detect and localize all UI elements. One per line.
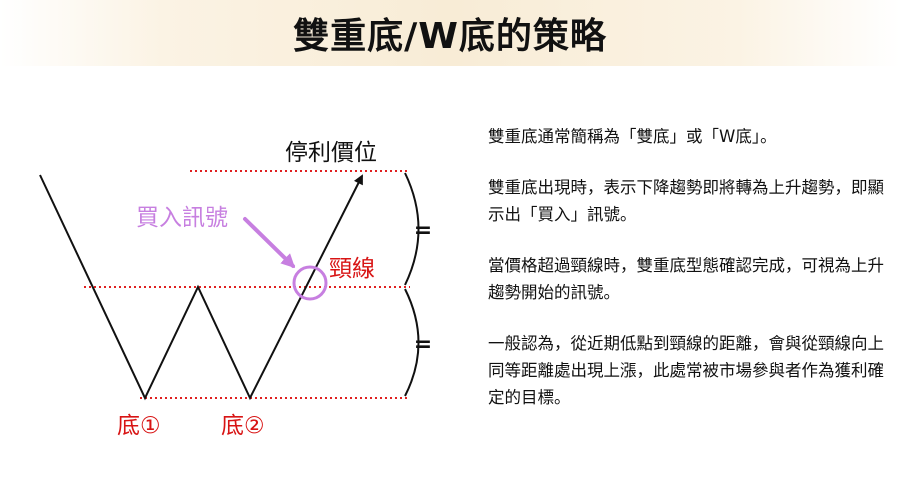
description-paragraph-1: 雙重底通常簡稱為「雙底」或「W底」。: [488, 127, 777, 146]
equal-mark-upper: =: [414, 218, 432, 243]
upper-range-brace: [404, 172, 420, 286]
description-paragraph-3: 當價格超過頸線時，雙重底型態確認完成，可視為上升趨勢開始的訊號。: [488, 256, 884, 302]
target-price-label: 停利價位: [285, 140, 377, 166]
page-title: 雙重底/W底的策略: [293, 16, 607, 57]
buy-signal-label: 買入訊號: [136, 205, 228, 231]
breakout-circle: [292, 265, 328, 301]
description-panel: 雙重底通常簡稱為「雙底」或「W底」。 雙重底出現時，表示下降趨勢即將轉為上升趨勢…: [488, 123, 888, 435]
bottom-2-label: 底②: [221, 413, 265, 439]
bottom-1-label: 底①: [117, 413, 161, 439]
title-banner: 雙重底/W底的策略: [0, 0, 900, 66]
equal-mark-lower: =: [414, 332, 432, 357]
description-paragraph-2: 雙重底出現時，表示下降趨勢即將轉為上升趨勢，即顯示出「買入」訊號。: [488, 178, 884, 224]
lower-range-brace: [404, 288, 420, 397]
description-paragraph-4: 一般認為，從近期低點到頸線的距離，會與從頸線向上同等距離處出現上漲，此處常被市場…: [488, 334, 884, 407]
buy-signal-arrow: [243, 217, 296, 269]
neckline-label: 頸線: [329, 256, 375, 282]
w-pattern-price-line: [39, 174, 363, 401]
